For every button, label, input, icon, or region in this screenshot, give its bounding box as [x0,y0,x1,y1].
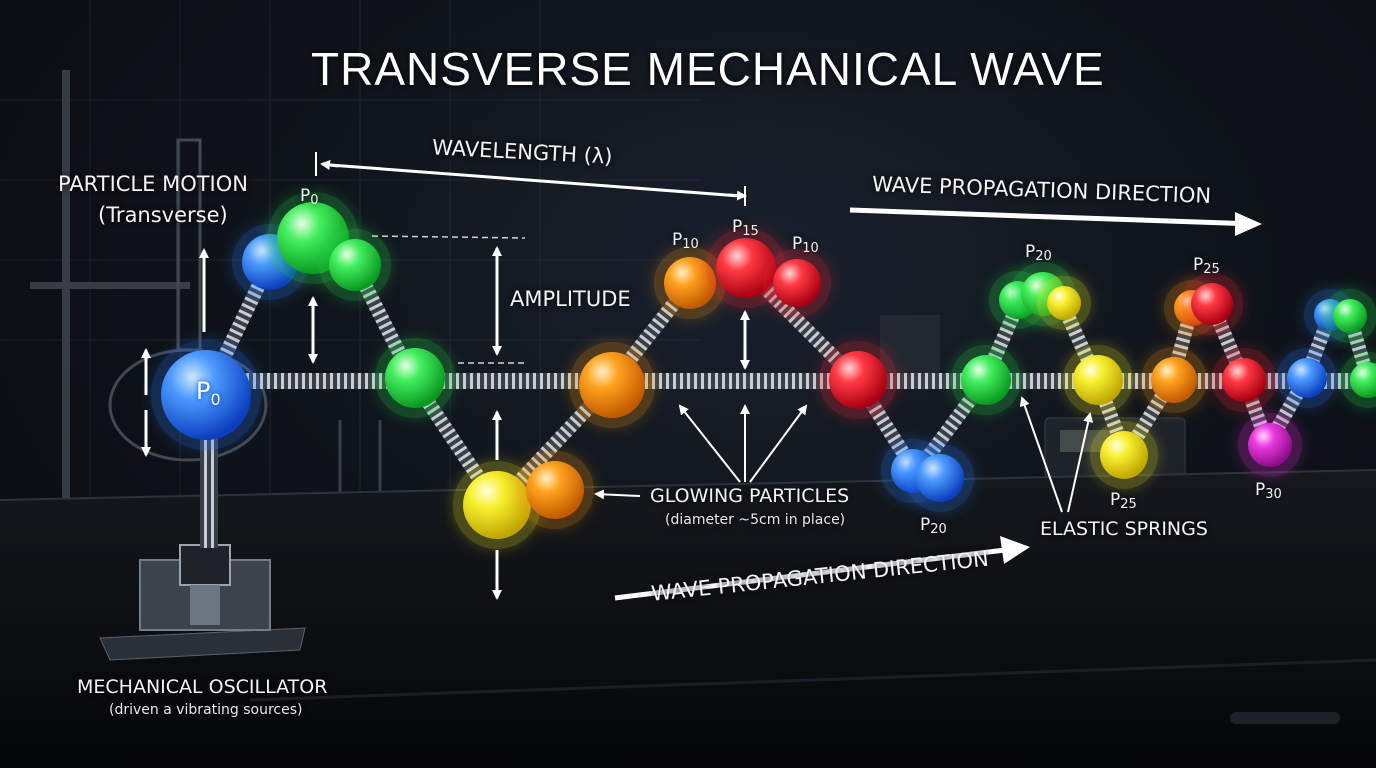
glowing-particles-sub: (diameter ~5cm in place) [665,512,846,528]
particle-label-p10-right: P10 [792,234,819,256]
green-particle [329,239,381,291]
lab-bench [0,470,1376,768]
blue-particle [161,350,251,440]
green-particle [1333,299,1367,333]
blue-particle [1287,358,1327,398]
particles-group [151,192,1376,549]
particle-label-p20-top: P20 [1025,242,1052,264]
magenta-particle [1248,423,1292,467]
annotation-arrows [141,152,1262,601]
orange-particle [664,257,716,309]
red-particle [773,259,821,307]
blue-particle [916,454,964,502]
yellow-particle [463,471,531,539]
orange-particle [526,461,584,519]
elastic-springs-label: ELASTIC SPRINGS [1040,518,1208,540]
particle-label-p30: P30 [1255,480,1282,502]
particle-motion-sub: (Transverse) [98,203,228,227]
particle-label-p20-bottom: P20 [920,515,947,537]
green-particle [1350,362,1376,398]
wavelength-line [329,163,741,198]
particle-label-p25-bottom: P25 [1110,490,1137,512]
yellow-particle [1100,431,1148,479]
particle-label-p10-left: P10 [672,230,699,252]
red-particle [829,351,887,409]
particle-label-p0-crest: P0 [300,186,319,208]
page-title: TRANSVERSE MECHANICAL WAVE [311,43,1105,95]
mechanical-oscillator [99,430,306,661]
propagation-arrow-bottom [614,547,1006,601]
orange-particle [579,352,645,418]
particle-label-p25-top: P25 [1193,255,1220,277]
glowing-particles-label: GLOWING PARTICLES [650,485,850,507]
particle-label-p15: P15 [732,217,759,239]
particle-motion-label: PARTICLE MOTION [58,172,248,196]
amplitude-label: AMPLITUDE [510,287,631,311]
red-particle [1222,358,1266,402]
yellow-particle [1073,355,1123,405]
red-particle [716,238,776,298]
orange-particle [1151,357,1197,403]
oscillator-sub: (driven a vibrating sources) [109,702,303,718]
oscillator-label: MECHANICAL OSCILLATOR [77,676,328,698]
red-particle [1191,283,1233,325]
particle-label-p0-main: P0 [196,377,221,409]
propagation-arrow-top [849,207,1256,227]
green-particle [385,348,445,408]
yellow-particle [1047,286,1081,320]
green-particle [961,355,1011,405]
